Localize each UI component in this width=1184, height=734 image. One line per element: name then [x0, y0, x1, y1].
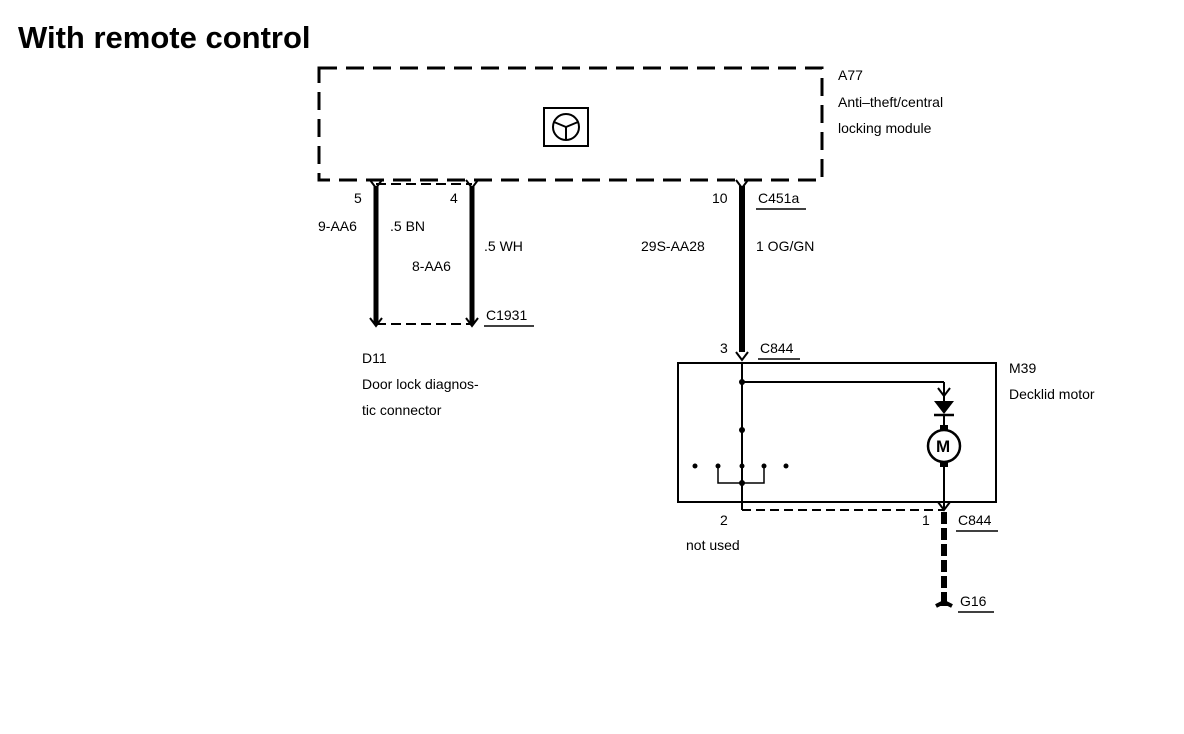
pin-3-label: 3 [720, 340, 728, 356]
connector-c844-bottom-label: C844 [958, 512, 992, 528]
module-m39-name-line1: Decklid motor [1009, 386, 1095, 402]
pin-1-label: 1 [922, 512, 930, 528]
wire-8-aa6 [465, 179, 479, 324]
module-a77-id: A77 [838, 67, 863, 83]
wire-29s-aa28 [735, 179, 749, 362]
m39-internal-circuit [692, 363, 951, 511]
module-d11-id: D11 [362, 350, 387, 366]
connector-c1931-label: C1931 [486, 307, 527, 323]
wire-8-aa6-spec: .5 WH [484, 238, 523, 254]
pin-10-label: 10 [712, 190, 728, 206]
pin-2-label: 2 [720, 512, 728, 528]
module-a77-name-line1: Anti–theft/central [838, 94, 943, 110]
svg-text:M: M [936, 437, 950, 456]
connector-d11-frame [369, 183, 479, 328]
module-d11-name-line2: tic connector [362, 402, 442, 418]
pin-2-note: not used [686, 537, 740, 553]
diode-icon [934, 401, 954, 425]
connector-c844-top-label: C844 [760, 340, 794, 356]
module-a77-box [317, 66, 824, 182]
ground-wire [935, 501, 953, 608]
page-title: With remote control [18, 20, 311, 55]
pin-5-label: 5 [354, 190, 362, 206]
pin-4-label: 4 [450, 190, 458, 206]
module-a77-name-line2: locking module [838, 120, 932, 136]
connector-c451a-label: C451a [758, 190, 799, 206]
wire-29s-aa28-spec: 1 OG/GN [756, 238, 814, 254]
module-m39-id: M39 [1009, 360, 1036, 376]
wire-9-aa6 [369, 179, 383, 324]
module-d11-name-line1: Door lock diagnos- [362, 376, 479, 392]
wire-29s-aa28-circuit: 29S-AA28 [641, 238, 705, 254]
module-m39-box [677, 362, 997, 503]
ground-g16-label: G16 [960, 593, 987, 609]
motor-icon: M [926, 425, 962, 467]
wire-8-aa6-circuit: 8-AA6 [412, 258, 451, 274]
wire-9-aa6-spec: .5 BN [390, 218, 425, 234]
wire-9-aa6-circuit: 9-AA6 [318, 218, 357, 234]
steering-wheel-icon [543, 107, 589, 147]
